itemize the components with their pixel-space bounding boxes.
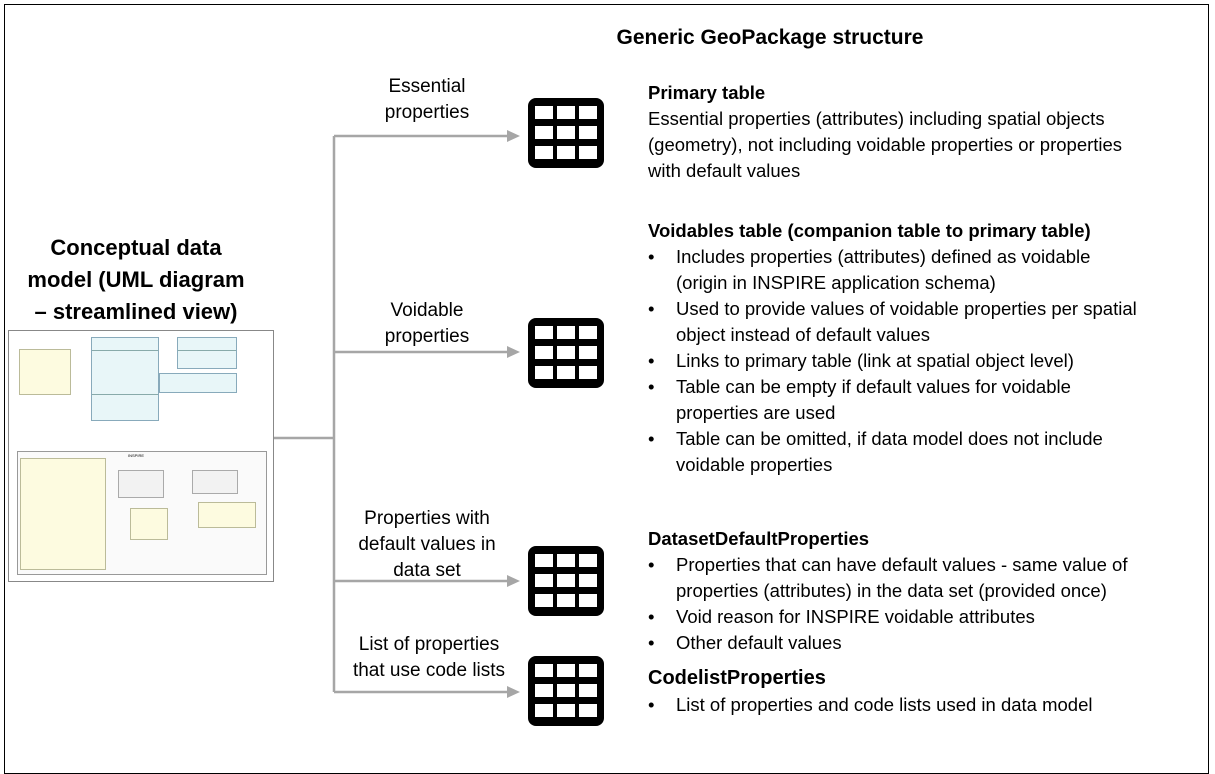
table-icon (528, 546, 604, 616)
defaults-table-heading: DatasetDefaultProperties (648, 528, 870, 549)
voidables-table-heading: Voidables table (companion table to prim… (648, 220, 1091, 241)
primary-table-block: Primary table Essential properties (attr… (648, 80, 1208, 184)
page-title: Generic GeoPackage structure (616, 26, 924, 49)
table-icon (528, 318, 604, 388)
list-item: •Table can be empty if default values fo… (648, 376, 1071, 423)
uml-diagram-thumbnail: INSPIRE (8, 330, 274, 582)
primary-table-heading: Primary table (648, 82, 766, 103)
list-item: •List of properties and code lists used … (648, 694, 1093, 715)
table-icon (528, 656, 604, 726)
codelist-table-heading: CodelistProperties (648, 667, 826, 689)
branch-label-default: Properties with default values in data s… (358, 508, 496, 581)
codelist-table-block: CodelistProperties •List of properties a… (648, 664, 1210, 718)
list-item: •Links to primary table (link at spatial… (648, 350, 1074, 371)
list-item: •Includes properties (attributes) define… (648, 246, 1091, 293)
voidables-table-block: Voidables table (companion table to prim… (648, 218, 1210, 478)
branch-label-codelist: List of properties that use code lists (352, 634, 506, 681)
list-item: •Table can be omitted, if data model doe… (648, 428, 1103, 475)
list-item: •Other default values (648, 632, 842, 653)
list-item: •Properties that can have default values… (648, 554, 1128, 601)
branch-label-voidable: Voidable properties (384, 300, 470, 347)
table-icon (528, 98, 604, 168)
thumbnail-frame-label: INSPIRE (128, 453, 145, 458)
list-item: •Void reason for INSPIRE voidable attrib… (648, 606, 1035, 627)
branch-label-essential: Essential properties (384, 76, 470, 123)
model-title: Conceptual data model (UML diagram – str… (27, 235, 245, 324)
list-item: •Used to provide values of voidable prop… (648, 298, 1137, 345)
defaults-table-block: DatasetDefaultProperties •Properties tha… (648, 526, 1210, 656)
